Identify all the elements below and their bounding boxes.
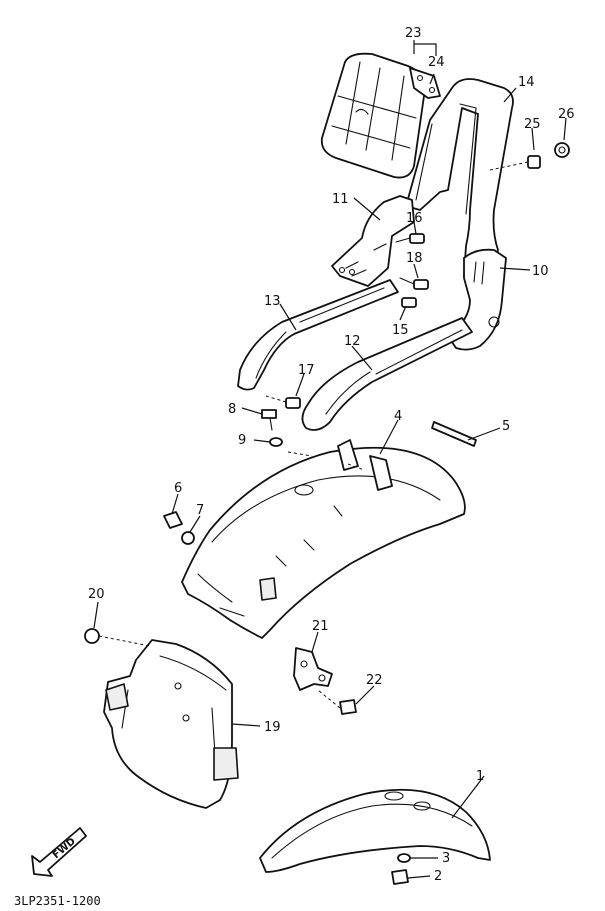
bolt-6 [163, 511, 183, 529]
grab-bar-left [237, 279, 399, 391]
callout-4: 4 [394, 409, 402, 424]
washer-9 [269, 437, 283, 447]
grab-bar-right [301, 317, 473, 431]
callout-12: 12 [344, 334, 361, 349]
callout-13: 13 [264, 294, 281, 309]
callout-23: 23 [405, 26, 422, 41]
callout-18: 18 [406, 251, 423, 266]
fwd-label: FWD [51, 836, 78, 861]
callout-6: 6 [174, 481, 182, 496]
license-bracket [293, 647, 333, 691]
callout-22: 22 [366, 673, 383, 688]
bolt-17 [265, 395, 301, 409]
callout-2: 2 [434, 869, 442, 884]
callout-25: 25 [524, 117, 541, 132]
callout-10: 10 [532, 264, 549, 279]
callout-19: 19 [264, 720, 281, 735]
callout-17: 17 [298, 363, 315, 378]
backrest-pad [320, 52, 426, 179]
callout-14: 14 [518, 75, 535, 90]
callout-3: 3 [442, 851, 450, 866]
bolt-20 [84, 628, 151, 647]
diagram-code: 3LP2351-1200 [14, 894, 101, 908]
callout-1: 1 [476, 769, 484, 784]
bolt-22 [317, 689, 357, 715]
callout-11: 11 [332, 192, 349, 207]
callout-21: 21 [312, 619, 329, 634]
callout-5: 5 [502, 419, 510, 434]
nut-3 [397, 853, 411, 863]
fender-flap [259, 788, 491, 873]
bolt-16 [395, 233, 425, 244]
fwd-arrow-icon: FWD [31, 827, 87, 877]
callout-24: 24 [428, 55, 445, 70]
inner-mud-guard [103, 639, 239, 809]
backrest-frame [405, 78, 514, 281]
backrest-stay [331, 195, 415, 287]
callout-26: 26 [558, 107, 575, 122]
bolt-8 [261, 409, 277, 431]
nut-26 [554, 142, 570, 158]
bolt-2 [391, 869, 409, 885]
callout-20: 20 [88, 587, 105, 602]
callout-16: 16 [406, 211, 423, 226]
nut-7 [181, 531, 195, 545]
callout-9: 9 [238, 433, 246, 448]
callout-15: 15 [392, 323, 409, 338]
bolt-25 [489, 155, 541, 171]
bolt-15 [401, 297, 417, 308]
emblem [431, 421, 477, 447]
callout-labels: 23 24 14 25 26 11 16 18 10 13 15 12 17 8… [88, 26, 575, 884]
rear-fender [181, 439, 466, 639]
callout-8: 8 [228, 402, 236, 417]
backrest-bracket [409, 67, 441, 99]
callout-7: 7 [196, 503, 204, 518]
bolt-18 [399, 277, 429, 290]
leader-lines [93, 40, 567, 879]
